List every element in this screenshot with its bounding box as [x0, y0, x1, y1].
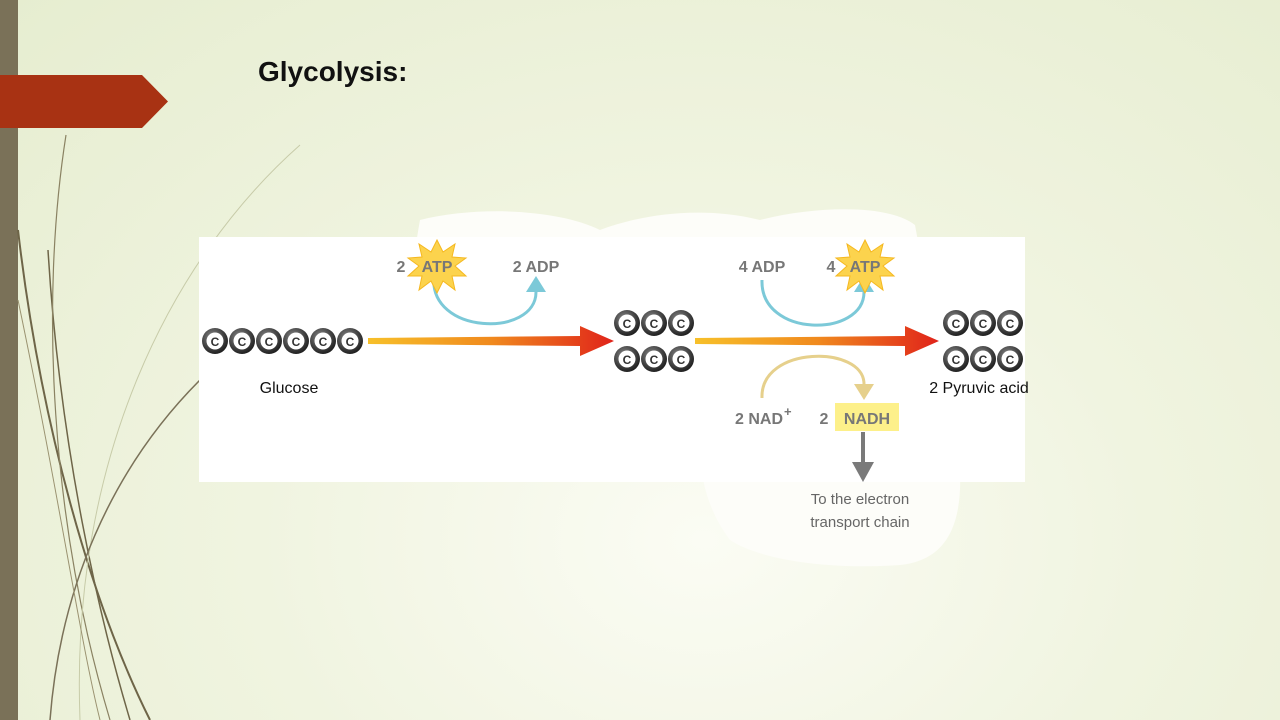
carbon-atom: C	[641, 310, 667, 336]
svg-text:C: C	[650, 353, 659, 367]
etc-caption-line1: To the electron	[811, 491, 909, 508]
atp-label-1: ATP	[422, 259, 453, 276]
decorative-curves	[17, 134, 301, 720]
svg-text:C: C	[292, 335, 301, 349]
svg-text:C: C	[952, 317, 961, 331]
svg-text:C: C	[650, 317, 659, 331]
carbon-atom: C	[668, 310, 694, 336]
adp-to-atp-arrow	[760, 279, 866, 327]
to-etc-arrow	[852, 432, 874, 482]
reaction-arrow-1	[368, 326, 614, 356]
nad-reduction: 2 NAD + 2 NADH	[735, 354, 899, 431]
atp-label-2: ATP	[850, 259, 881, 276]
atp-count-2: 4	[827, 259, 836, 276]
carbon-atom: C	[283, 328, 309, 354]
svg-text:C: C	[265, 335, 274, 349]
nad-superscript: +	[784, 404, 792, 419]
carbon-atom: C	[943, 346, 969, 372]
intermediate-molecules: C C C C C C	[614, 310, 694, 372]
reaction-arrow-2	[695, 326, 939, 356]
carbon-atom: C	[310, 328, 336, 354]
left-accent-bar	[0, 0, 18, 720]
atp-count-1: 2	[397, 259, 406, 276]
svg-text:C: C	[238, 335, 247, 349]
svg-text:C: C	[346, 335, 355, 349]
carbon-atom: C	[229, 328, 255, 354]
nad-to-nadh-arrow	[760, 354, 866, 399]
nadh-count: 2	[820, 411, 829, 428]
carbon-atom: C	[337, 328, 363, 354]
title-flag-shape	[0, 75, 168, 128]
svg-text:C: C	[979, 317, 988, 331]
svg-text:C: C	[211, 335, 220, 349]
arrow-head	[854, 384, 874, 400]
carbon-atom: C	[970, 346, 996, 372]
nadh-highlight	[835, 403, 899, 431]
atp-to-adp-arrow	[432, 275, 538, 326]
carbon-atom: C	[997, 310, 1023, 336]
arrow-head	[526, 276, 546, 292]
carbon-atom: C	[997, 346, 1023, 372]
atp-star-icon	[406, 238, 468, 295]
svg-text:C: C	[623, 317, 632, 331]
step2-energy-payoff: 4 ADP 4 ATP	[739, 238, 896, 327]
carbon-atom: C	[943, 310, 969, 336]
glucose-molecule: C C C C C C	[202, 328, 363, 354]
pyruvic-acid-molecules: C C C C C C	[943, 310, 1023, 372]
adp-label-1: 2 ADP	[513, 259, 560, 276]
etc-caption-line2: transport chain	[810, 514, 909, 531]
atp-star-icon	[834, 238, 896, 295]
svg-text:C: C	[952, 353, 961, 367]
carbon-atom: C	[970, 310, 996, 336]
slide-title: Glycolysis:	[258, 56, 408, 87]
carbon-atom: C	[614, 346, 640, 372]
carbon-atom: C	[641, 346, 667, 372]
svg-text:C: C	[623, 353, 632, 367]
carbon-atom: C	[668, 346, 694, 372]
diagram-panel	[199, 237, 1025, 482]
pyruvic-acid-label: 2 Pyruvic acid	[929, 380, 1029, 397]
svg-text:C: C	[1006, 317, 1015, 331]
glucose-label: Glucose	[260, 380, 319, 397]
step1-energy-investment: 2 ATP 2 ADP	[397, 238, 560, 326]
adp-label-2: 4 ADP	[739, 259, 786, 276]
nadh-label: NADH	[844, 411, 890, 428]
carbon-atom: C	[202, 328, 228, 354]
carbon-atom: C	[614, 310, 640, 336]
svg-text:C: C	[319, 335, 328, 349]
carbon-atom: C	[256, 328, 282, 354]
svg-text:C: C	[1006, 353, 1015, 367]
svg-text:C: C	[677, 353, 686, 367]
svg-text:C: C	[979, 353, 988, 367]
svg-text:C: C	[677, 317, 686, 331]
nad-label: 2 NAD	[735, 411, 783, 428]
